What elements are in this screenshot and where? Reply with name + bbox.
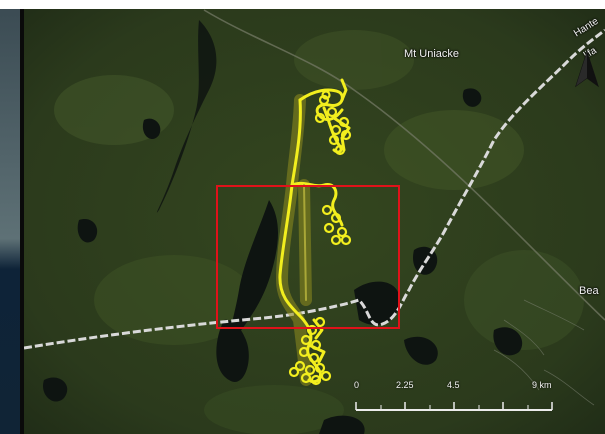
satellite-map[interactable]: Mt Uniacke Hante lifa Bea 0 2.25 4.5 9 k… (24, 0, 605, 434)
survey-tracks (278, 78, 351, 384)
inset-map-image (0, 0, 24, 434)
scale-tick-1: 2.25 (396, 380, 414, 390)
survey-waypoints (288, 90, 352, 386)
street-grid (493, 299, 595, 406)
scale-bar-graphic (355, 402, 553, 411)
secondary-road (203, 9, 605, 321)
north-arrow-icon (572, 48, 602, 90)
inset-map-strip (0, 0, 24, 434)
scale-tick-4: 9 km (532, 380, 552, 390)
lakes (43, 20, 523, 434)
scale-bar: 0 2.25 4.5 9 km (354, 380, 559, 420)
place-label-mt-uniacke: Mt Uniacke (404, 48, 460, 60)
scale-tick-2: 4.5 (447, 380, 460, 390)
study-area-box[interactable] (216, 185, 400, 329)
highway (24, 28, 605, 350)
satellite-imagery (24, 0, 605, 434)
top-border (0, 0, 605, 9)
place-label-bea: Bea (579, 285, 599, 297)
scale-tick-0: 0 (354, 380, 360, 390)
